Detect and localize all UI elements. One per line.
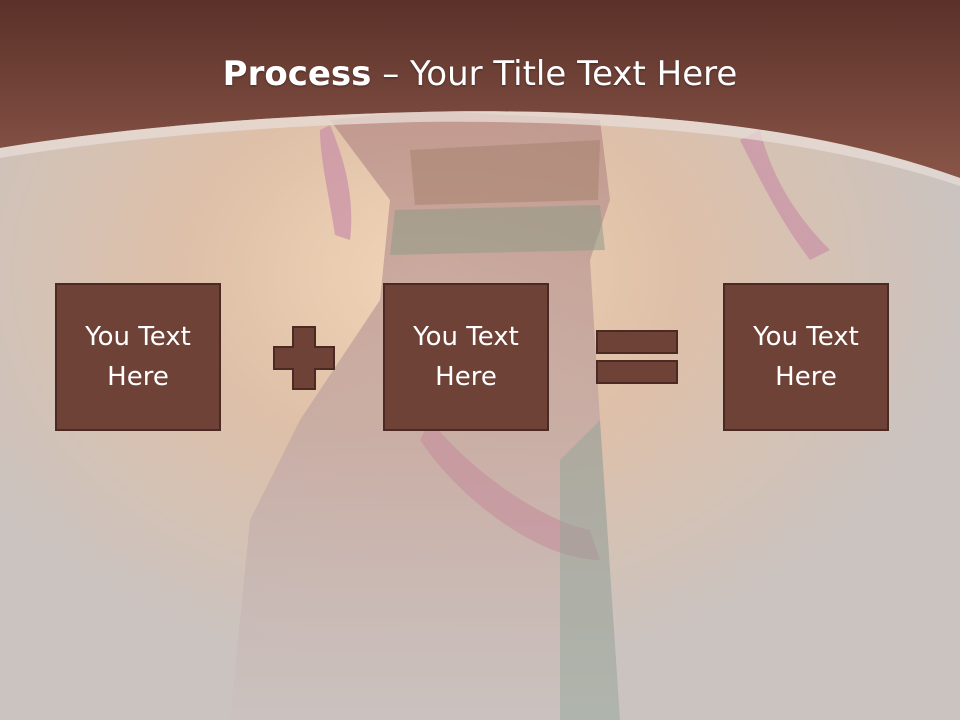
process-box-3: You Text Here [723, 283, 889, 431]
process-box-2: You Text Here [383, 283, 549, 431]
slide-title: Process – Your Title Text Here [0, 52, 960, 96]
equals-icon [596, 330, 678, 384]
title-rest: Your Title Text Here [410, 54, 738, 94]
title-bold: Process [222, 54, 372, 94]
title-dash: – [371, 54, 411, 94]
plus-icon [273, 326, 335, 390]
process-box-1: You Text Here [55, 283, 221, 431]
